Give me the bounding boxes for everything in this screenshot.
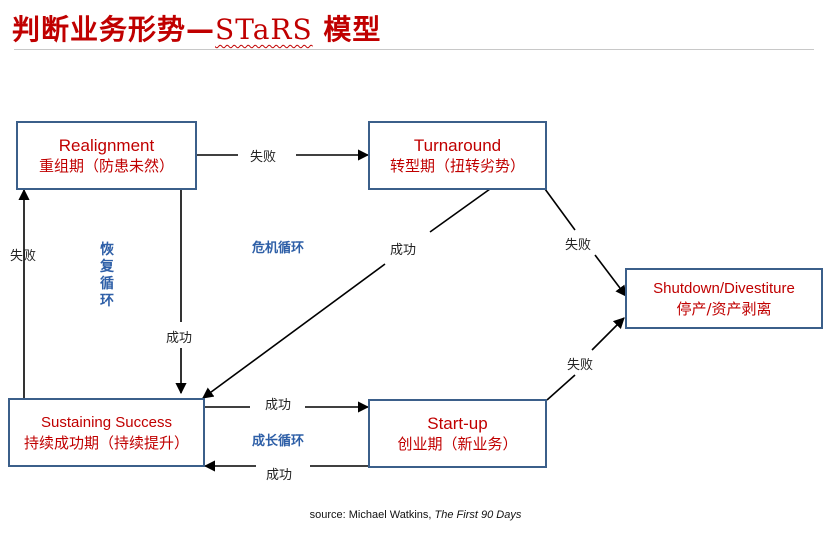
page-title: 判断业务形势—STaRS 模型	[12, 8, 381, 48]
source-book: The First 90 Days	[434, 509, 522, 521]
node-sustaining: Sustaining Success 持续成功期（持续提升）	[8, 398, 205, 467]
node-realignment-en: Realignment	[58, 135, 155, 155]
node-shutdown-en: Shutdown/Divestiture	[653, 279, 795, 297]
source-caption: source: Michael Watkins, The First 90 Da…	[0, 509, 831, 521]
edge-label-startup-to-shutdown: 失败	[567, 358, 594, 373]
source-prefix: source: Michael Watkins,	[309, 509, 435, 521]
cycle-label-growth: 成长循环	[252, 434, 305, 449]
title-divider	[14, 49, 814, 50]
edge-turn-to-shutdown	[544, 188, 576, 231]
node-startup-zh: 创业期（新业务）	[397, 434, 518, 453]
node-realignment-zh: 重组期（防患未然）	[38, 156, 174, 175]
title-latin: STaRS	[215, 13, 313, 46]
node-shutdown: Shutdown/Divestiture 停产/资产剥离	[625, 268, 823, 329]
edge-turn-to-sustain	[429, 188, 491, 233]
edge-label-realign-to-turn: 失败	[250, 150, 277, 165]
node-turnaround: Turnaround 转型期（扭转劣势）	[368, 121, 547, 190]
title-suffix: 模型	[312, 13, 382, 46]
edge-startup-to-shutdown-arrow	[591, 317, 625, 351]
node-startup-en: Start-up	[427, 413, 488, 433]
edge-turn-to-sustain-arrow	[202, 263, 386, 399]
edge-label-sustain-to-startup: 成功	[265, 398, 292, 413]
node-turnaround-zh: 转型期（扭转劣势）	[389, 156, 525, 175]
node-sustaining-zh: 持续成功期（持续提升）	[23, 433, 189, 452]
edge-label-turn-to-sustain: 成功	[390, 243, 417, 258]
cycle-label-crisis: 危机循环	[252, 241, 305, 256]
edge-label-turn-to-shutdown: 失败	[565, 238, 592, 253]
node-startup: Start-up 创业期（新业务）	[368, 399, 547, 468]
edge-label-startup-to-sustain: 成功	[266, 468, 293, 483]
cycle-label-recovery: 恢复循环	[100, 242, 114, 309]
node-shutdown-zh: 停产/资产剥离	[676, 299, 772, 318]
edge-startup-to-shutdown	[546, 374, 576, 401]
node-sustaining-en: Sustaining Success	[41, 413, 172, 431]
node-turnaround-en: Turnaround	[413, 135, 502, 155]
edge-label-realign-to-sustain: 成功	[166, 331, 193, 346]
node-realignment: Realignment 重组期（防患未然）	[16, 121, 197, 190]
edge-turn-to-shutdown-arrow	[594, 254, 627, 297]
title-main: 判断业务形势—	[12, 13, 216, 46]
edge-label-sustain-to-realign: 失败	[10, 249, 37, 264]
